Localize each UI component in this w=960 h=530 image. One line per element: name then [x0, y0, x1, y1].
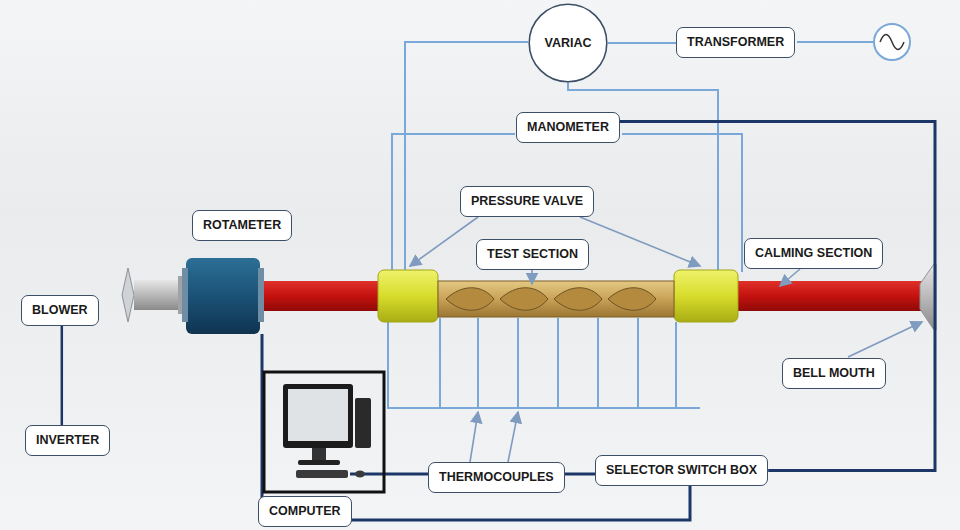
pressure-valve-label: PRESSURE VALVE	[460, 186, 594, 217]
variac-circle: VARIAC	[528, 3, 608, 83]
blower-box: BLOWER	[21, 295, 99, 326]
node-label: TEST SECTION	[487, 247, 578, 262]
node-label: TRANSFORMER	[687, 35, 784, 50]
wire-connector	[620, 122, 935, 471]
computer-label: COMPUTER	[258, 496, 352, 527]
node-label: VARIAC	[545, 36, 592, 51]
node-label: MANOMETER	[527, 120, 609, 135]
test-section-label: TEST SECTION	[476, 239, 589, 270]
transformer-box: TRANSFORMER	[676, 27, 795, 58]
selector-switch-box: SELECTOR SWITCH BOX	[595, 455, 768, 486]
node-label: INVERTER	[36, 433, 99, 448]
node-label: ROTAMETER	[203, 218, 281, 233]
inverter-box: INVERTER	[25, 425, 110, 456]
node-label: BELL MOUTH	[793, 366, 875, 381]
node-label: BLOWER	[32, 303, 88, 318]
rotameter-label: ROTAMETER	[192, 210, 292, 241]
node-label: THERMOCOUPLES	[439, 470, 554, 485]
calming-section-label: CALMING SECTION	[744, 238, 883, 269]
node-label: SELECTOR SWITCH BOX	[606, 463, 757, 478]
manometer-box: MANOMETER	[516, 112, 620, 143]
node-label: CALMING SECTION	[755, 246, 872, 261]
wire-connector	[608, 42, 676, 44]
bell-mouth-label: BELL MOUTH	[782, 358, 886, 389]
node-label: COMPUTER	[269, 504, 341, 519]
wire-connector	[61, 326, 64, 425]
node-label: PRESSURE VALVE	[471, 194, 583, 209]
thermocouples-label: THERMOCOUPLES	[428, 462, 565, 493]
